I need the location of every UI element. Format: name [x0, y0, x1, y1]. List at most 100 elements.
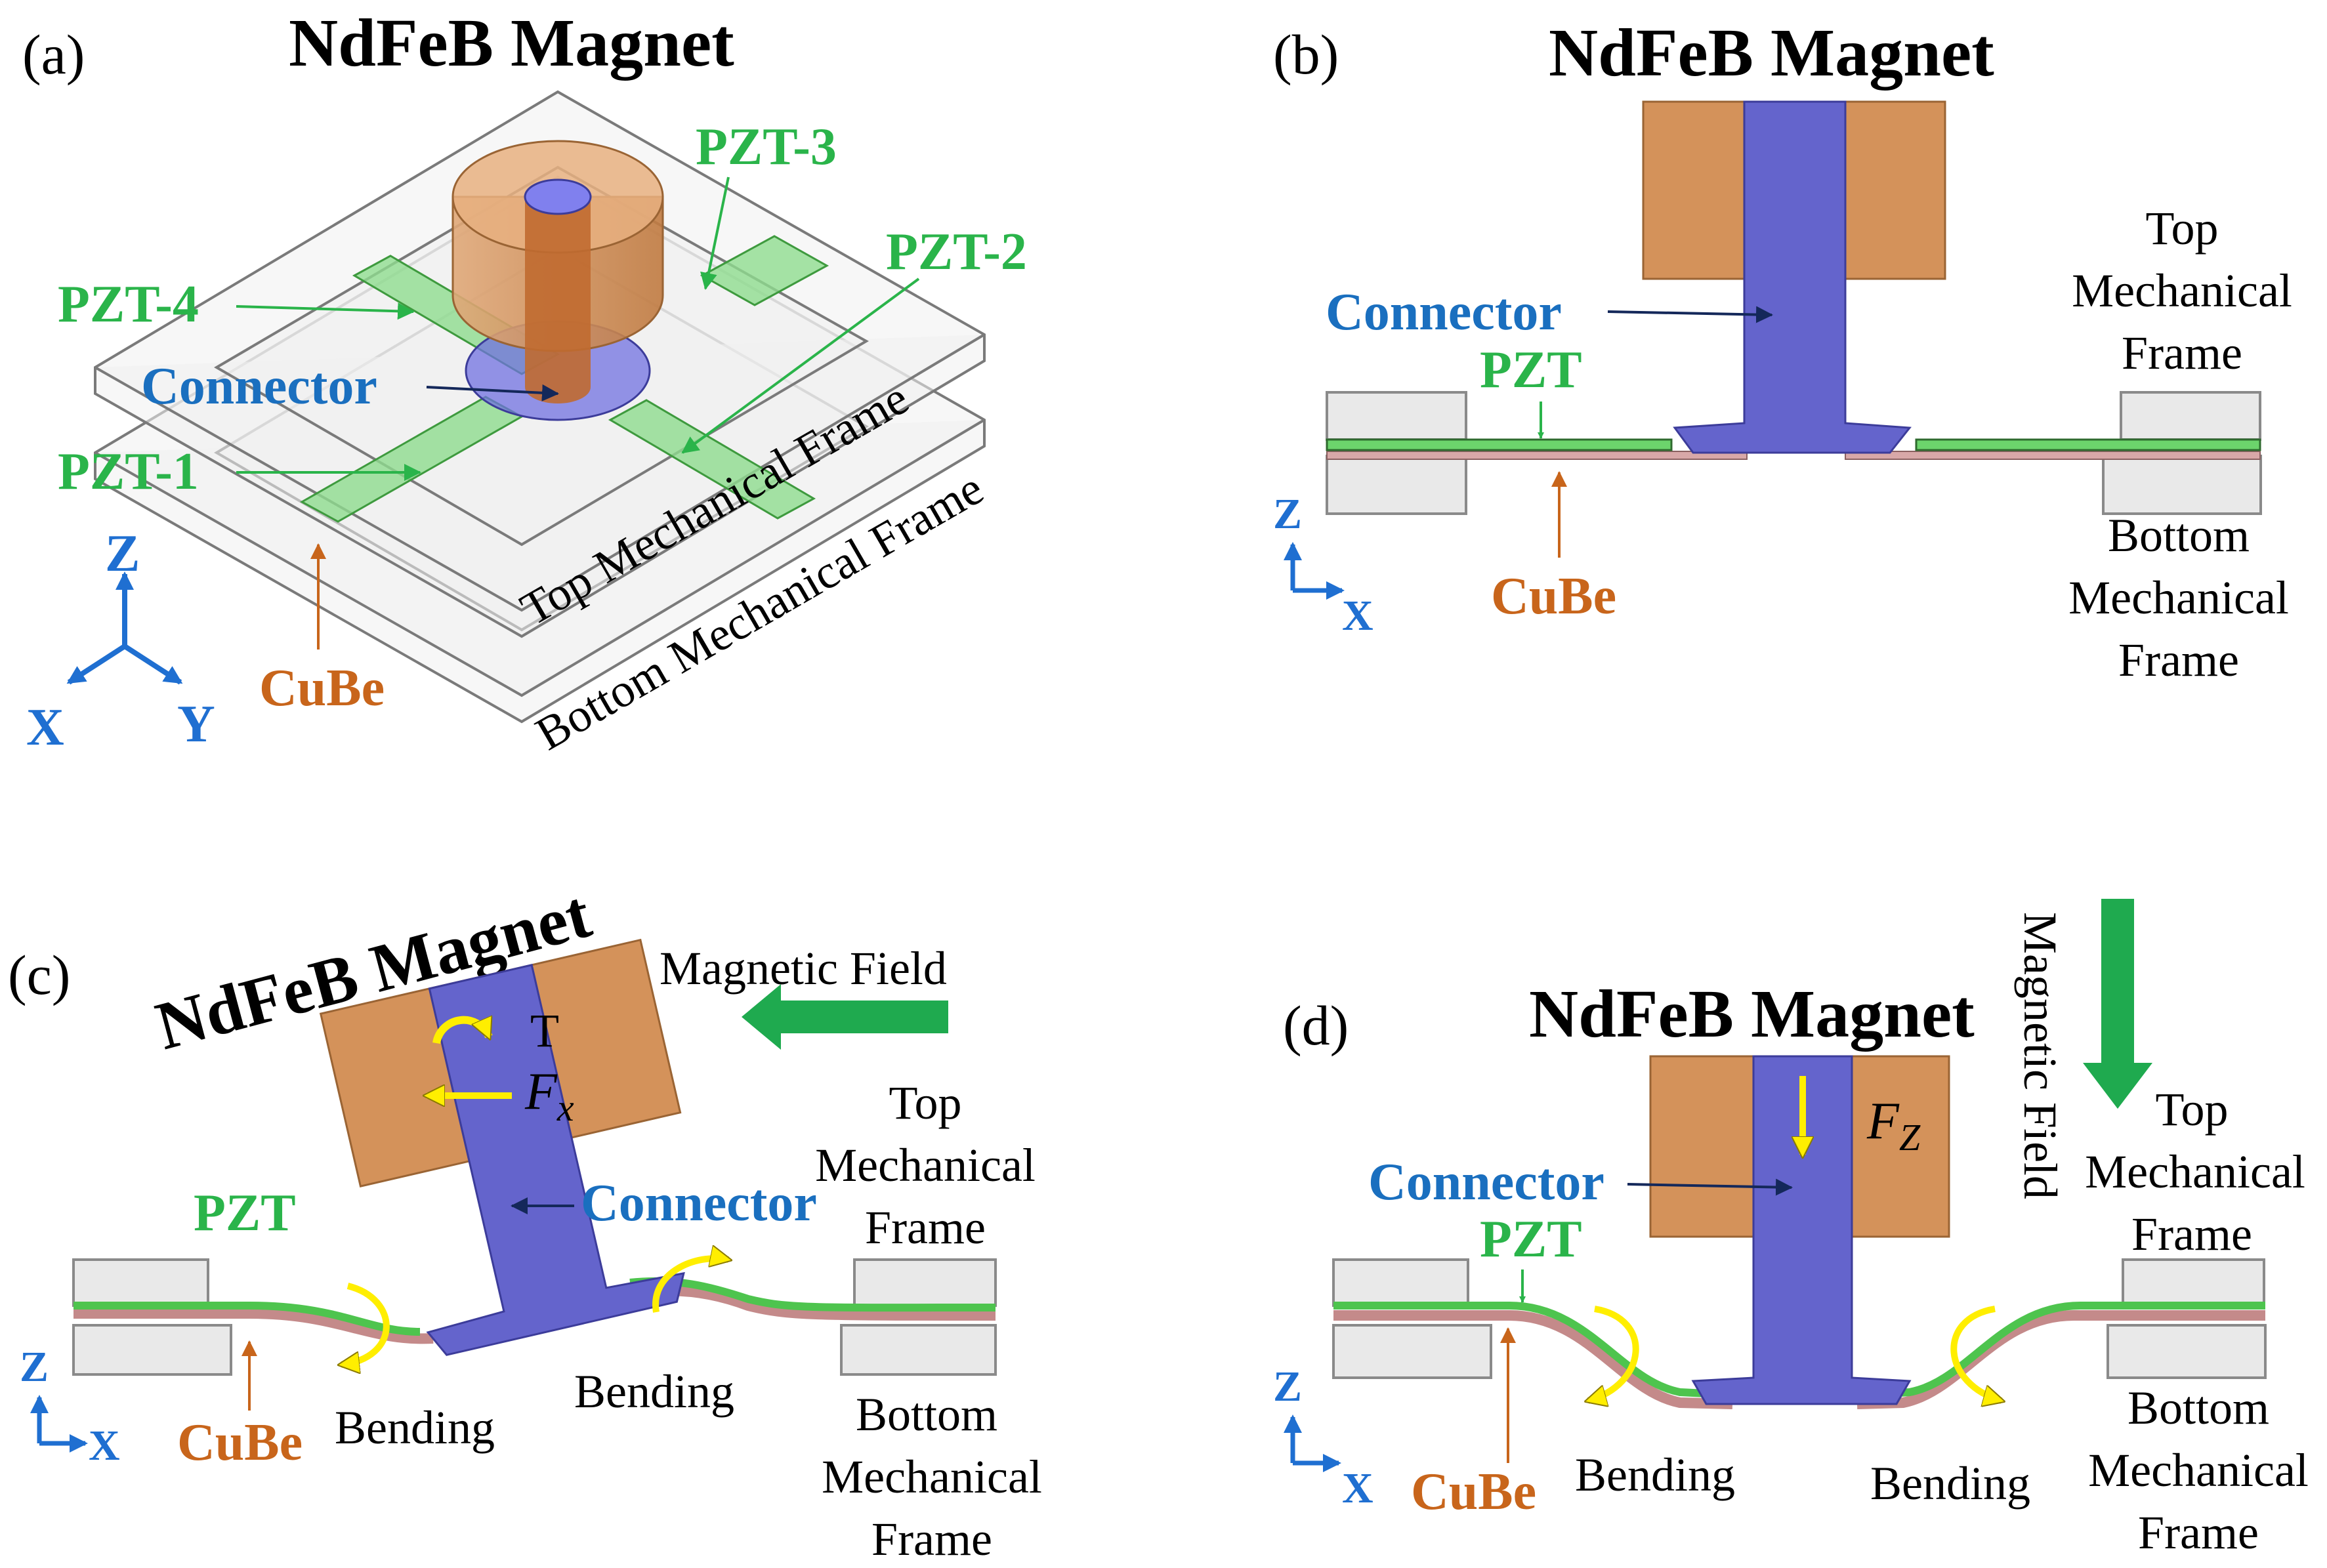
panel-a: (a) NdFeB Magnet PZT-3 PZT-	[22, 5, 1027, 760]
pzt-3-bar	[700, 235, 829, 306]
axis-x-label-a: X	[26, 699, 64, 756]
pzt-3-label: PZT-3	[696, 118, 837, 176]
axes-triad-a: Z X Y	[26, 525, 215, 756]
panel-d-title: NdFeB Magnet	[1529, 976, 1975, 1052]
pzt-label-b: PZT	[1480, 341, 1582, 399]
force-z-sub-d: Z	[1899, 1116, 1921, 1159]
connector-label-c: Connector	[581, 1174, 817, 1232]
bottom-frame-label-d-3: Frame	[2138, 1506, 2259, 1559]
axis-y-label-a: Y	[177, 695, 215, 753]
pzt-layer-left-c	[73, 1302, 421, 1336]
bottom-frame-left-b	[1326, 455, 1467, 515]
bottom-frame-right-d	[2107, 1324, 2267, 1379]
force-x-main-c: F	[524, 1063, 558, 1121]
pzt-layer-left-d	[1333, 1302, 1707, 1397]
panel-a-label: (a)	[22, 23, 85, 86]
bending-label-left-d: Bending	[1575, 1449, 1735, 1501]
panel-d: (d) NdFeB Magnet Magnetic Field FZ Conne…	[1273, 899, 2309, 1559]
bottom-frame-label-c-2: Mechanical	[822, 1451, 1042, 1503]
panel-c-label: (c)	[8, 943, 70, 1006]
bottom-frame-label-b-2: Mechanical	[2068, 571, 2289, 624]
force-z-main-d: F	[1866, 1092, 1900, 1150]
panel-b: (b) NdFeB Magnet Connector PZT CuBe Top …	[1273, 15, 2292, 686]
cube-beam-right-b	[1845, 451, 2261, 460]
magnetic-field-label-d: Magnetic Field	[2014, 912, 2066, 1199]
cube-label-d: CuBe	[1411, 1463, 1536, 1521]
bending-arrow-left-c	[341, 1283, 390, 1365]
pzt-2-pointer	[681, 278, 920, 454]
pzt-4-pointer	[236, 302, 415, 320]
top-frame-right-d	[2122, 1258, 2265, 1307]
pzt-label-d: PZT	[1480, 1210, 1582, 1268]
cube-label-a: CuBe	[259, 659, 385, 717]
connector-shape-d	[1691, 1055, 1912, 1405]
top-frame-label-d-3: Frame	[2131, 1208, 2252, 1260]
pzt-2-bar	[608, 399, 816, 520]
top-frame-label-d-2: Mechanical	[2085, 1145, 2305, 1198]
top-frame-label-c-1: Top	[889, 1077, 962, 1129]
bottom-frame-label-d-2: Mechanical	[2088, 1444, 2309, 1496]
bottom-frame-right-c	[840, 1324, 997, 1376]
connector-pointer-d	[1627, 1178, 1793, 1196]
axis-z-label-d: Z	[1273, 1363, 1302, 1411]
connector-pointer-a	[426, 384, 559, 402]
bending-arrow-right-d	[1950, 1306, 2002, 1401]
top-frame-label-b-3: Frame	[2122, 327, 2242, 379]
magnetic-field-arrow-d	[2083, 899, 2152, 1109]
connector-shape-b	[1673, 100, 1912, 454]
connector-label-d: Connector	[1368, 1153, 1604, 1211]
cube-label-c: CuBe	[177, 1414, 303, 1472]
pzt-2-label: PZT-2	[886, 223, 1027, 281]
pzt-4-label: PZT-4	[58, 276, 199, 333]
pzt-layer-left-b	[1326, 438, 1673, 451]
cube-beam-left-d	[1333, 1310, 1733, 1409]
top-frame-label-d-1: Top	[2156, 1083, 2229, 1136]
bending-label-left-c: Bending	[335, 1401, 495, 1454]
axis-x-label-b: X	[1342, 592, 1373, 640]
top-frame-left-c	[72, 1258, 209, 1307]
axis-z-label-c: Z	[20, 1343, 49, 1391]
pzt-1-label: PZT-1	[58, 443, 199, 501]
top-frame-label-c-2: Mechanical	[815, 1139, 1036, 1191]
top-frame-right-c	[853, 1258, 997, 1307]
bending-label-right-c: Bending	[574, 1365, 734, 1418]
cube-label-b: CuBe	[1491, 567, 1616, 625]
top-frame-right-b	[2120, 391, 2261, 441]
pzt-label-c: PZT	[194, 1184, 296, 1242]
bottom-frame-label-c-1: Bottom	[856, 1388, 997, 1441]
axis-z-label-b: Z	[1273, 490, 1302, 538]
pzt-layer-right-d	[1889, 1302, 2265, 1397]
bending-label-right-d: Bending	[1870, 1457, 2030, 1510]
bottom-frame-label-b-1: Bottom	[2108, 509, 2250, 562]
tilted-magnet-assembly-c	[319, 938, 685, 1356]
bending-arrow-right-c	[652, 1258, 728, 1313]
top-frame-left-d	[1332, 1258, 1469, 1307]
bottom-frame-label-d-1: Bottom	[2128, 1382, 2269, 1434]
panel-d-label: (d)	[1283, 994, 1349, 1057]
pzt-3-pointer	[700, 176, 730, 290]
bottom-frame-right-b	[2102, 455, 2262, 515]
bottom-frame-left-c	[72, 1324, 232, 1376]
pzt-layer-right-b	[1915, 438, 2261, 451]
top-frame-left-b	[1326, 391, 1467, 441]
bottom-frame-label-c-3: Frame	[871, 1513, 992, 1565]
bottom-frame-left-d	[1332, 1324, 1492, 1379]
axes-b: Z X	[1273, 490, 1373, 640]
panel-b-label: (b)	[1273, 23, 1339, 86]
bottom-frame-label-b-3: Frame	[2118, 634, 2239, 686]
force-x-sub-c: x	[556, 1086, 574, 1129]
top-frame-label-b-2: Mechanical	[2072, 264, 2292, 317]
cube-beam-left-c	[73, 1308, 434, 1344]
connector-shape-c	[426, 964, 685, 1356]
bending-arrow-left-d	[1588, 1306, 1639, 1401]
magnet-cylinder-3d	[451, 140, 664, 403]
top-frame-label-c-3: Frame	[865, 1201, 986, 1254]
cube-beam-left-b	[1326, 451, 1748, 460]
torque-label-c: T	[530, 1004, 559, 1057]
axis-z-label-a: Z	[105, 525, 140, 583]
connector-label-b: Connector	[1326, 283, 1562, 341]
connector-label-a: Connector	[141, 358, 377, 415]
panel-a-title: NdFeB Magnet	[289, 5, 734, 81]
torque-arrow-c	[432, 1020, 489, 1044]
magnetic-field-arrow-c	[742, 984, 948, 1050]
